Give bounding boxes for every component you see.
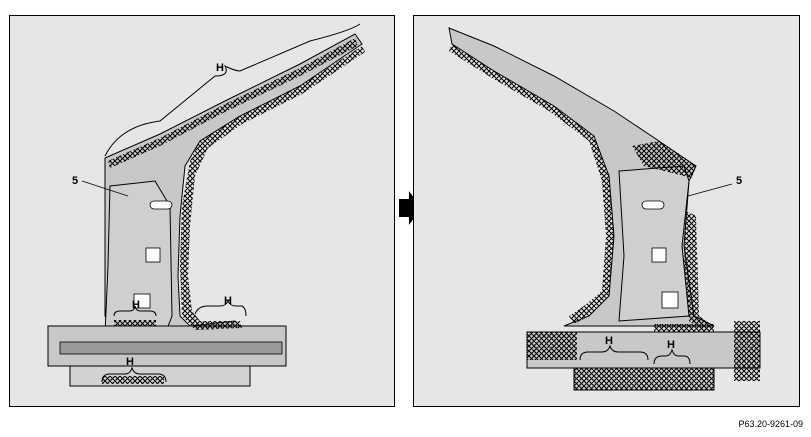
ref-label-5: 5	[72, 175, 78, 187]
hole	[149, 200, 173, 210]
weld-hatch-bottom	[102, 376, 164, 384]
reference-code: P63.20-9261-09	[738, 419, 803, 429]
hole	[661, 291, 679, 309]
hole	[641, 200, 665, 210]
right-pillar-drawing: 5 H H	[448, 27, 761, 391]
weld-label-curve: H	[224, 295, 232, 307]
bracket-sill-left	[579, 344, 649, 361]
sill-channel	[59, 341, 283, 355]
bracket-sill-inner	[113, 305, 157, 317]
lower-pillar	[104, 180, 173, 335]
weld-hatch-pillar-top	[632, 141, 696, 178]
bracket-bottom	[101, 366, 167, 383]
right-view-panel: 5 H H	[413, 15, 800, 407]
leader-line-5	[687, 183, 733, 197]
weld-hatch-sill-inner	[114, 320, 156, 326]
weld-label-sill-right: H	[667, 339, 675, 351]
hole	[145, 247, 161, 263]
weld-hatch-sill-right	[734, 321, 760, 381]
bracket-roof	[104, 23, 361, 157]
pillar-panel	[618, 165, 690, 322]
weld-label-sill-left: H	[605, 335, 613, 347]
weld-label-sill-inner: H	[132, 299, 140, 311]
left-pillar-drawing: 5 H H H H	[47, 23, 365, 387]
weld-hatch-pillar-edge	[684, 211, 714, 332]
weld-hatch-inner	[180, 46, 365, 330]
bracket-sill-right	[653, 348, 691, 365]
weld-hatch-sill-left	[527, 332, 577, 360]
weld-label-roof: H	[216, 62, 224, 74]
ref-label-5: 5	[736, 175, 742, 187]
weld-hatch-sill-top	[654, 324, 714, 332]
weld-label-bottom: H	[126, 356, 134, 368]
bracket-curve	[194, 299, 247, 317]
leader-line-5	[81, 180, 129, 197]
weld-hatch-foot	[574, 368, 714, 390]
weld-hatch-roof	[108, 38, 358, 168]
hole	[133, 293, 151, 309]
left-view-panel: 5 H H H H	[9, 15, 395, 407]
hole	[651, 247, 667, 263]
right-arrow-icon	[399, 191, 421, 225]
weld-hatch-roof	[449, 44, 614, 324]
